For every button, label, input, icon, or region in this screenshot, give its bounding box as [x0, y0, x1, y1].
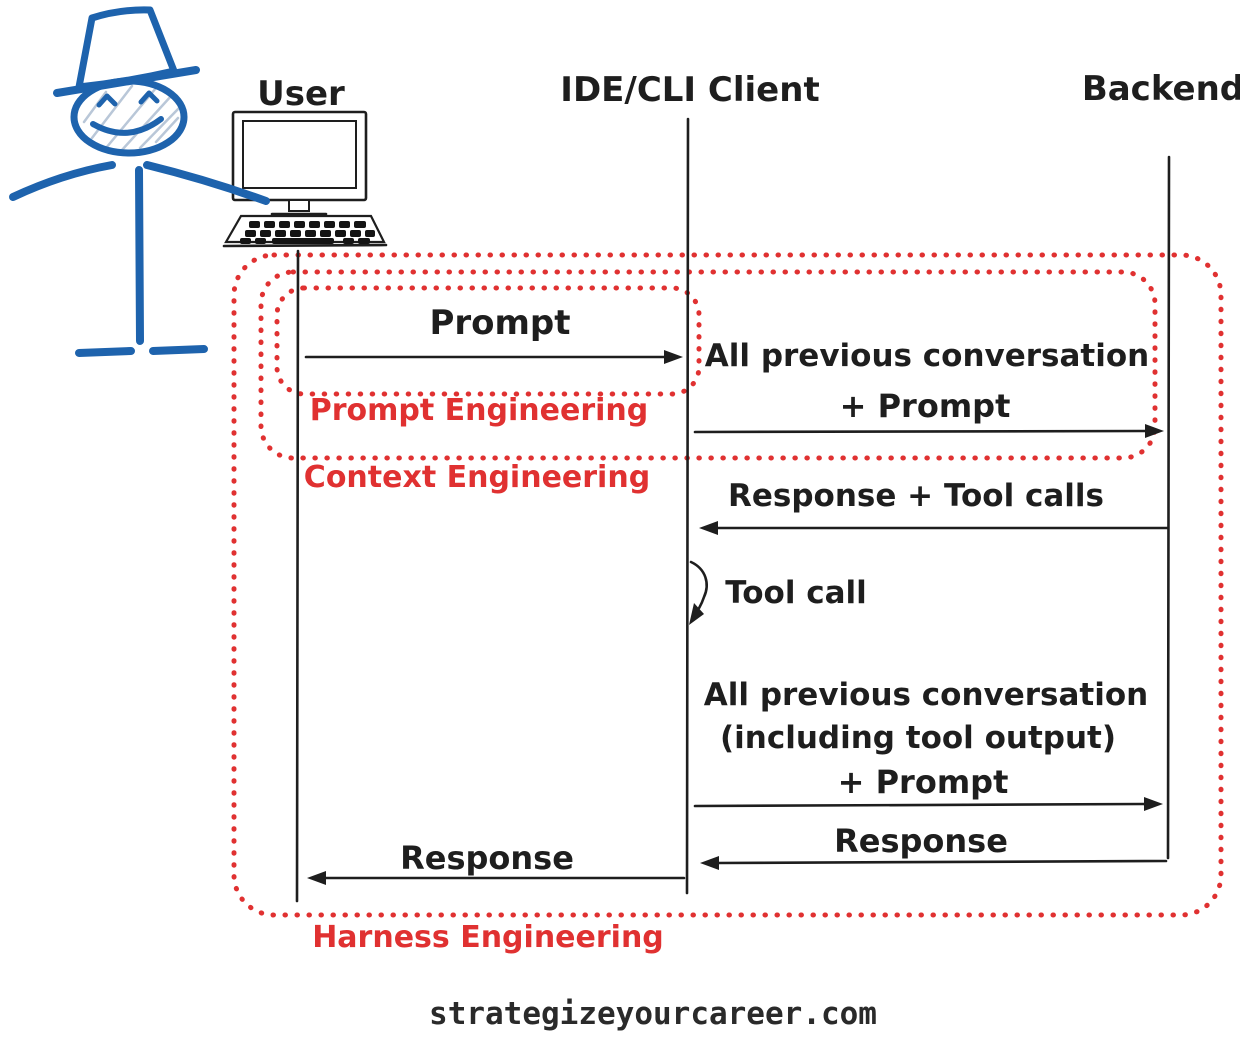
smile — [90, 116, 164, 136]
message-label-context-line1: All previous conversation — [705, 338, 1149, 374]
message-label-context2-line1: All previous conversation — [704, 677, 1148, 713]
context-engineering-region-box — [258, 269, 1158, 461]
message-label-context2-line2: (including tool output) — [720, 720, 1116, 756]
actor-label-client: IDE/CLI Client — [560, 70, 819, 110]
monitor-stand — [288, 199, 310, 212]
actor-label-backend: Backend — [1082, 69, 1240, 109]
left-leg-dash — [75, 347, 135, 357]
arrowhead-response-to-client — [700, 856, 719, 870]
arrowhead-response-tool-calls — [699, 521, 718, 535]
message-label-context-plus-prompt: + Prompt — [840, 387, 1011, 425]
context-engineering-label: Context Engineering — [304, 460, 650, 495]
user-lifeline — [295, 249, 300, 903]
harness-engineering-label: Harness Engineering — [312, 920, 664, 955]
actor-labels: User IDE/CLI Client Backend — [257, 69, 1240, 114]
top-hat-brim — [53, 66, 200, 97]
monitor-screen — [242, 120, 357, 189]
arrowhead-context2-prompt — [1144, 797, 1163, 811]
harness-engineering-region-box — [231, 252, 1224, 918]
arrow-response-to-client — [715, 859, 1168, 865]
backend-lifeline — [1166, 155, 1171, 860]
body — [135, 166, 144, 345]
computer-icon — [222, 110, 388, 248]
arrow-context-prompt — [693, 429, 1149, 434]
message-label-response-to-client: Response — [834, 822, 1008, 860]
client-lifeline — [685, 117, 690, 895]
right-eye — [138, 90, 160, 105]
arrowhead-prompt — [664, 350, 683, 364]
arrowhead-response-to-user — [307, 871, 326, 885]
left-arm — [9, 161, 116, 201]
lifelines — [295, 117, 1171, 903]
right-arm — [143, 161, 270, 205]
message-label-prompt: Prompt — [429, 303, 570, 343]
spacebar-key — [272, 238, 334, 244]
message-label-response-to-user: Response — [400, 839, 574, 877]
prompt-engineering-label: Prompt Engineering — [310, 393, 648, 428]
engineering-regions: Prompt Engineering Context Engineering H… — [231, 252, 1224, 955]
keyboard-edge — [222, 243, 388, 248]
message-label-tool-call: Tool call — [725, 575, 867, 611]
arrowhead-context-prompt — [1145, 424, 1164, 438]
keyboard-keys — [240, 221, 375, 244]
arrow-context2-prompt — [693, 802, 1148, 808]
left-eye — [96, 93, 118, 108]
arrowhead-tool-call — [689, 603, 704, 625]
message-arrows: Prompt All previous conversation + Promp… — [304, 303, 1169, 885]
stick-figure — [9, 6, 270, 357]
right-leg-dash — [149, 345, 208, 355]
actor-label-user: User — [257, 74, 345, 114]
message-label-response-tool-calls: Response + Tool calls — [728, 478, 1104, 514]
website-footer: strategizeyourcareer.com — [429, 996, 877, 1032]
message-label-context2-plus-prompt: + Prompt — [838, 763, 1009, 801]
